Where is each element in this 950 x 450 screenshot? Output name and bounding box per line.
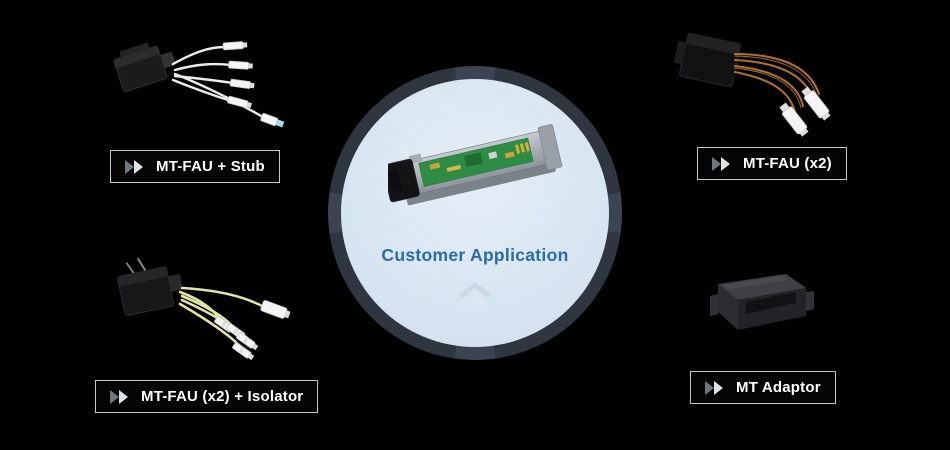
isolator-ferrule bbox=[232, 342, 255, 361]
double-chevron-right-icon bbox=[110, 389, 128, 404]
mt-adaptor-block bbox=[710, 274, 814, 330]
double-chevron-right-icon bbox=[705, 380, 723, 395]
ferrule bbox=[229, 78, 255, 89]
label-mt-fau-stub[interactable]: MT-FAU + Stub bbox=[110, 150, 280, 183]
label-text: MT-FAU (x2) + Isolator bbox=[141, 388, 304, 405]
chevron-up-icon bbox=[459, 282, 491, 308]
transceiver-pcb bbox=[418, 137, 534, 187]
ferrule bbox=[228, 60, 253, 70]
label-text: MT-FAU + Stub bbox=[156, 158, 265, 175]
yellow-fibers bbox=[178, 286, 268, 348]
stub-tip bbox=[260, 113, 285, 128]
mt-fau-connector bbox=[117, 257, 183, 316]
isolator-ferrule bbox=[236, 332, 259, 351]
label-text: MT Adaptor bbox=[736, 379, 821, 396]
mt-ferrule bbox=[801, 86, 831, 121]
mt-fau-x2-image bbox=[674, 32, 831, 137]
orange-fibers bbox=[733, 52, 821, 114]
ferrule bbox=[222, 41, 248, 51]
double-chevron-right-icon bbox=[125, 159, 143, 174]
label-mt-fau-x2-isolator[interactable]: MT-FAU (x2) + Isolator bbox=[95, 380, 319, 413]
double-chevron-right-icon bbox=[712, 156, 730, 171]
mt-fau-x2-isolator-image bbox=[117, 257, 291, 361]
customer-application-ring bbox=[328, 66, 622, 360]
mt-ferrule bbox=[260, 300, 291, 319]
mt-fau-stub-image bbox=[113, 41, 285, 128]
label-mt-adaptor[interactable]: MT Adaptor bbox=[690, 371, 836, 404]
ferrule bbox=[227, 95, 252, 109]
mt-adaptor-image bbox=[710, 274, 814, 330]
label-mt-fau-x2[interactable]: MT-FAU (x2) bbox=[697, 147, 847, 180]
transceiver-body bbox=[388, 124, 563, 206]
transceiver-optical-connector bbox=[388, 158, 420, 203]
mt-fau-connector bbox=[674, 32, 741, 88]
optical-transceiver-module-image bbox=[388, 124, 563, 206]
label-text: MT-FAU (x2) bbox=[743, 155, 832, 172]
customer-application-label: Customer Application bbox=[381, 245, 569, 265]
customer-application-circle bbox=[341, 79, 609, 347]
mt-ferrule bbox=[779, 102, 809, 137]
white-fibers bbox=[171, 45, 267, 120]
mt-fau-connector bbox=[113, 42, 176, 92]
